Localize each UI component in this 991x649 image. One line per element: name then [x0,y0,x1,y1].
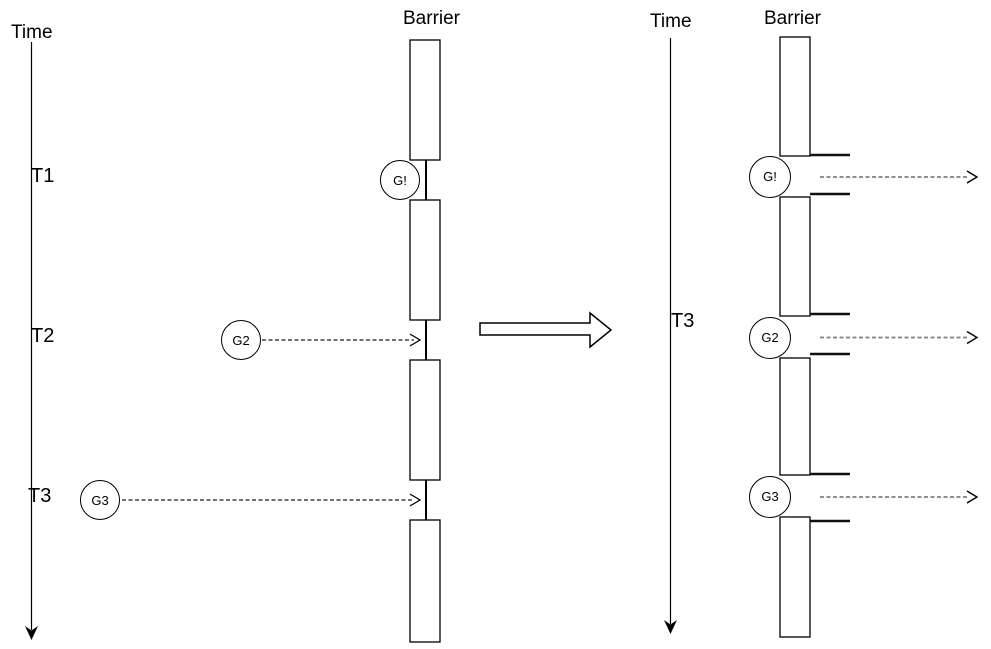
right-guest-circle-g3: G3 [749,475,791,518]
left-time-mark-t2: T2 [31,325,55,347]
right-release-arrowhead-g3-icon [966,490,979,504]
left-arrival-arrowhead-g2-icon [409,333,422,347]
left-guest-label-g1: G! [393,172,407,188]
left-barrier-segment-4 [409,519,441,643]
left-barrier-segment-1 [409,39,441,161]
right-release-arrowhead-g1-icon [966,170,979,184]
right-guest-label-g1: G! [763,169,777,184]
left-time-axis-arrowhead-icon [25,626,38,640]
left-barrier-segment-3 [409,359,441,481]
left-arrival-arrowhead-g3-icon [409,493,422,507]
right-release-arrowhead-g2-icon [966,330,979,345]
left-guest-circle-g2: G2 [221,320,261,360]
right-time-axis-label: Time [650,11,692,32]
left-guest-circle-g1: G! [380,160,420,200]
left-barrier-segment-2 [409,199,441,321]
left-time-axis-label: Time [11,22,53,43]
left-guest-circle-g3: G3 [80,480,120,520]
right-barrier-label: Barrier [764,8,822,29]
left-guest-label-g3: G3 [91,492,109,508]
left-barrier-label: Barrier [403,8,461,29]
left-time-mark-t1: T1 [31,165,55,187]
left-guest-label-g2: G2 [232,332,250,348]
right-guest-label-g3: G3 [761,489,779,504]
right-barrier-segment-1 [779,36,811,157]
right-time-mark-t3: T3 [671,310,695,332]
right-guest-circle-g2: G2 [749,316,791,359]
right-time-axis-arrowhead-icon [664,620,677,634]
right-guest-circle-g1: G! [749,155,791,198]
right-barrier-segment-2 [779,196,811,317]
right-barrier-segment-3 [779,357,811,476]
right-barrier-segment-4 [779,516,811,638]
right-guest-label-g2: G2 [761,330,779,345]
transform-arrow-icon [479,311,613,349]
left-time-mark-t3: T3 [28,485,52,507]
